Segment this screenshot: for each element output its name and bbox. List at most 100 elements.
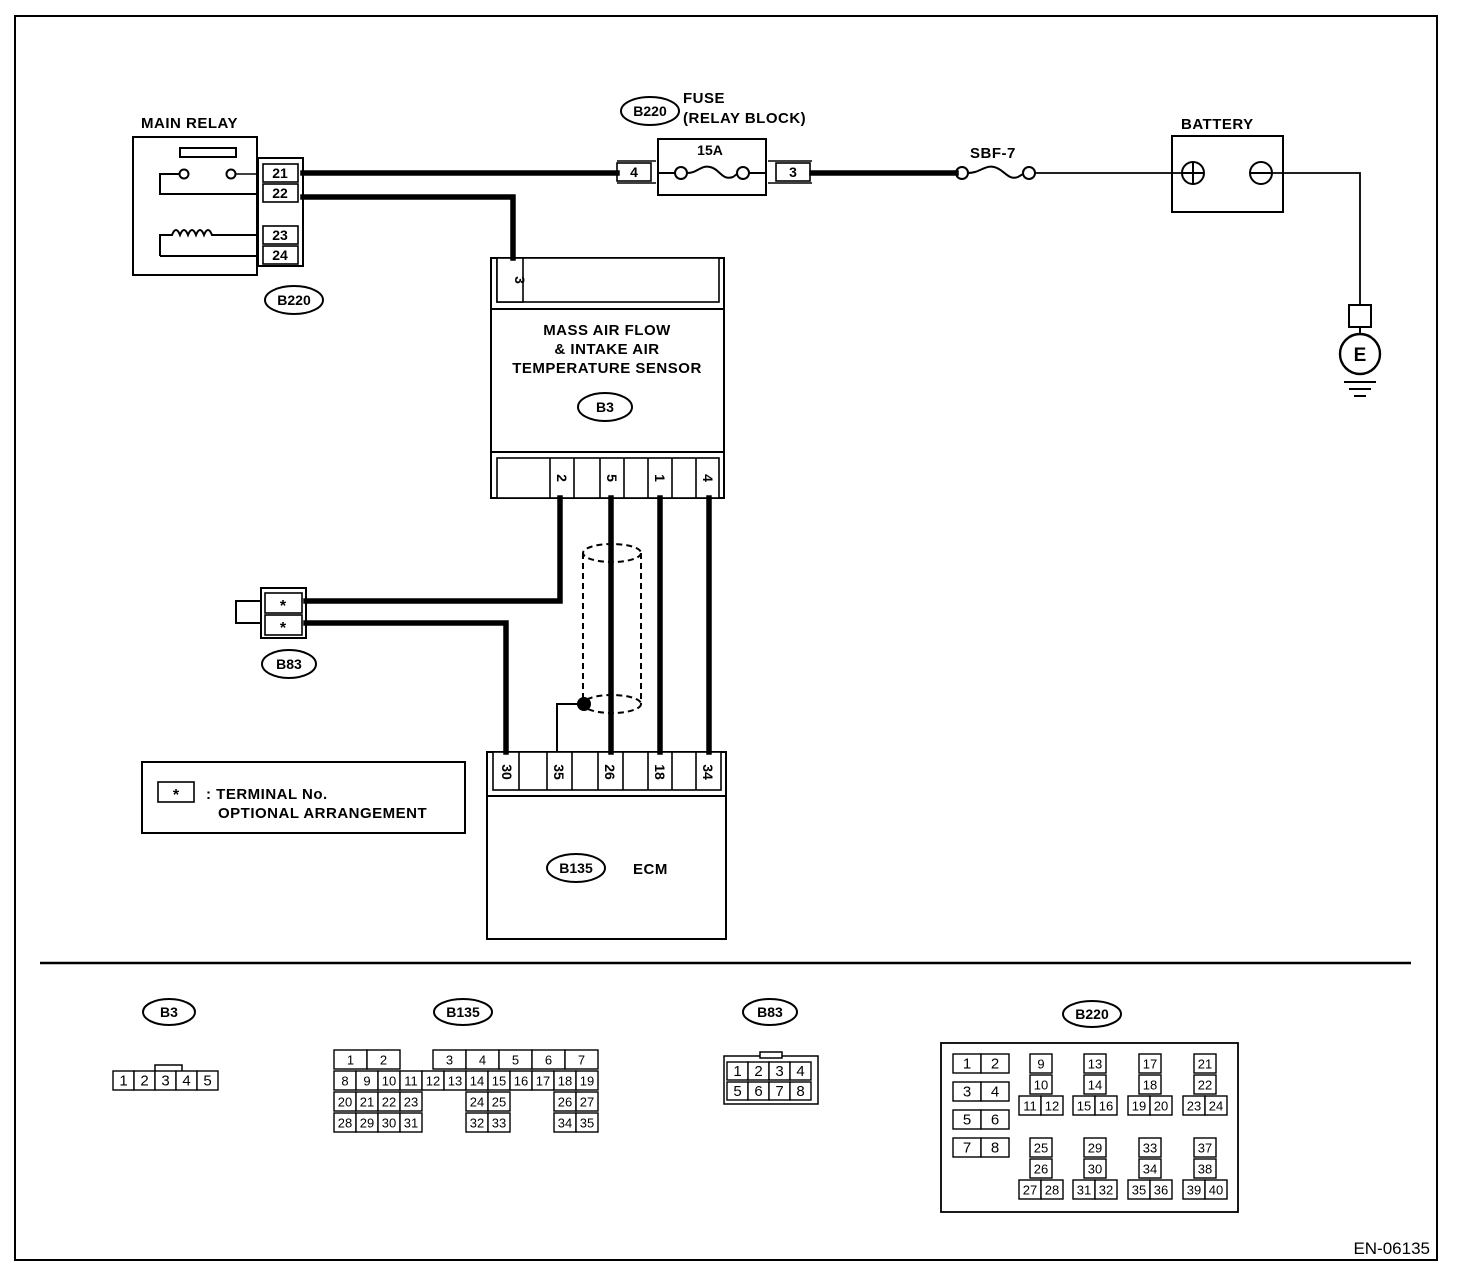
relay-pin-21: 21 bbox=[272, 165, 288, 181]
fuse-relay-block: B220 FUSE (RELAY BLOCK) 15A 4 3 bbox=[616, 90, 812, 196]
view-b220-pin-37: 37 bbox=[1198, 1141, 1212, 1156]
view-b135-pin-31-cell bbox=[399, 1112, 423, 1133]
view-b220-pin-9-cell bbox=[1029, 1053, 1053, 1074]
view-b135-pin-1: 1 bbox=[347, 1053, 354, 1068]
view-b135-pin-31: 31 bbox=[404, 1116, 418, 1131]
view-b135-pin-9: 9 bbox=[363, 1074, 370, 1089]
sensor-pin-4: 4 bbox=[700, 474, 716, 482]
relay-pin-22: 22 bbox=[272, 185, 288, 201]
view-b220-pin-18: 18 bbox=[1143, 1078, 1157, 1093]
sbf-label: SBF-7 bbox=[970, 145, 1016, 162]
view-b220-pin-10: 10 bbox=[1034, 1078, 1048, 1093]
view-b135-label: B135 bbox=[446, 1004, 480, 1020]
ecm: 30 35 26 18 34 B135 ECM bbox=[486, 751, 727, 940]
view-b135-pin-11: 11 bbox=[404, 1074, 418, 1089]
view-b220-pin-6-cell bbox=[980, 1109, 1010, 1130]
wire-sensor-2-to-b83 bbox=[303, 495, 563, 604]
view-b83-pin-7: 7 bbox=[775, 1083, 783, 1100]
view-b220-pin-38: 38 bbox=[1198, 1162, 1212, 1177]
main-relay: MAIN RELAY 21 22 23 24 B220 bbox=[132, 115, 324, 315]
view-b83-pin-4: 4 bbox=[796, 1063, 804, 1080]
view-b135-pin-27: 27 bbox=[580, 1095, 594, 1110]
view-b220-pin-16-cell bbox=[1094, 1095, 1118, 1116]
sensor-connector-id: B3 bbox=[596, 399, 614, 415]
view-b220-pin-3: 3 bbox=[963, 1084, 971, 1101]
view-b220-label: B220 bbox=[1075, 1006, 1109, 1022]
view-b220-pin-40-cell bbox=[1204, 1179, 1228, 1200]
view-b3-pin-4: 4 bbox=[182, 1073, 190, 1090]
view-b83-pin-8: 8 bbox=[796, 1083, 804, 1100]
view-b220-pin-27: 27 bbox=[1023, 1183, 1037, 1198]
view-b83-pin-6: 6 bbox=[754, 1083, 762, 1100]
view-b83-pin-8-cell bbox=[789, 1081, 812, 1101]
view-b135-pin-35-cell bbox=[575, 1112, 599, 1133]
view-b220-pin-22-cell bbox=[1193, 1074, 1217, 1095]
view-b220-pin-38-cell bbox=[1193, 1158, 1217, 1179]
b83-pin-b: * bbox=[280, 620, 287, 637]
view-b220-pin-24-cell bbox=[1204, 1095, 1228, 1116]
view-b135-pin-13: 13 bbox=[448, 1074, 462, 1089]
ecm-pin-30: 30 bbox=[499, 764, 515, 780]
view-b135-pin-15: 15 bbox=[492, 1074, 506, 1089]
view-b220-pin-8-cell bbox=[980, 1137, 1010, 1158]
view-b220-pin-12-cell bbox=[1040, 1095, 1064, 1116]
view-b3-pin-5-cell bbox=[196, 1070, 219, 1091]
b83-connector: * * B83 bbox=[235, 587, 317, 679]
view-b220-pin-17: 17 bbox=[1143, 1057, 1157, 1072]
view-b83-pin-2: 2 bbox=[754, 1063, 762, 1080]
view-b135-pin-33: 33 bbox=[492, 1116, 506, 1131]
view-b220-pin-18-cell bbox=[1138, 1074, 1162, 1095]
view-b220-pin-4-cell bbox=[980, 1081, 1010, 1102]
view-b220-pin-15: 15 bbox=[1077, 1099, 1091, 1114]
view-b220-pin-11: 11 bbox=[1023, 1099, 1037, 1114]
legend-symbol: * bbox=[173, 787, 180, 804]
fuse-connector-id: B220 bbox=[633, 103, 667, 119]
sensor-pin-5: 5 bbox=[604, 474, 620, 482]
view-b135-pin-16: 16 bbox=[514, 1074, 528, 1089]
view-b135-pin-18: 18 bbox=[558, 1074, 572, 1089]
mass-air-flow-sensor: 3 MASS AIR FLOW & INTAKE AIR TEMPERATURE… bbox=[490, 257, 725, 499]
view-b220-pin-2: 2 bbox=[991, 1056, 999, 1073]
view-b220-pin-4: 4 bbox=[991, 1084, 999, 1101]
view-b220-pin-33: 33 bbox=[1143, 1141, 1157, 1156]
view-b220-pin-40: 40 bbox=[1209, 1183, 1223, 1198]
view-b220-pin-33-cell bbox=[1138, 1137, 1162, 1158]
fuse-label: FUSE bbox=[683, 90, 725, 107]
main-relay-label: MAIN RELAY bbox=[141, 115, 238, 132]
battery: BATTERY bbox=[1171, 116, 1284, 213]
view-b135-pin-7: 7 bbox=[578, 1053, 585, 1068]
wire-battery-to-ground bbox=[1272, 172, 1361, 305]
view-b135-pin-26: 26 bbox=[558, 1095, 572, 1110]
view-b220-pin-22: 22 bbox=[1198, 1078, 1212, 1093]
view-b135-pin-32: 32 bbox=[470, 1116, 484, 1131]
ecm-pin-35: 35 bbox=[551, 764, 567, 780]
view-b135-pin-12: 12 bbox=[426, 1074, 440, 1089]
view-b220-pin-21-cell bbox=[1193, 1053, 1217, 1074]
view-b220-pin-36: 36 bbox=[1154, 1183, 1168, 1198]
view-b135-pin-2-cell bbox=[366, 1049, 401, 1070]
view-b220-pin-9: 9 bbox=[1037, 1057, 1044, 1072]
view-b135-pin-24: 24 bbox=[470, 1095, 484, 1110]
view-b83-pin-3: 3 bbox=[775, 1063, 783, 1080]
view-b135-pin-2: 2 bbox=[380, 1053, 387, 1068]
fuse-pin-3: 3 bbox=[789, 164, 797, 180]
view-b3-pin-2: 2 bbox=[140, 1073, 148, 1090]
wires bbox=[300, 170, 1361, 755]
view-b220-pin-31: 31 bbox=[1077, 1183, 1091, 1198]
view-b3-pin-3: 3 bbox=[161, 1073, 169, 1090]
ground-terminal: E bbox=[1338, 304, 1382, 397]
view-b135-pin-7-cell bbox=[564, 1049, 599, 1070]
view-b220-pin-25: 25 bbox=[1034, 1141, 1048, 1156]
view-b220-pin-28-cell bbox=[1040, 1179, 1064, 1200]
view-b220-pin-12: 12 bbox=[1045, 1099, 1059, 1114]
sensor-name-line2: & INTAKE AIR bbox=[554, 341, 659, 358]
view-b83-label: B83 bbox=[757, 1004, 783, 1020]
fuse-sublabel: (RELAY BLOCK) bbox=[683, 110, 806, 127]
ecm-label: ECM bbox=[633, 861, 668, 878]
view-b220-pin-30: 30 bbox=[1088, 1162, 1102, 1177]
